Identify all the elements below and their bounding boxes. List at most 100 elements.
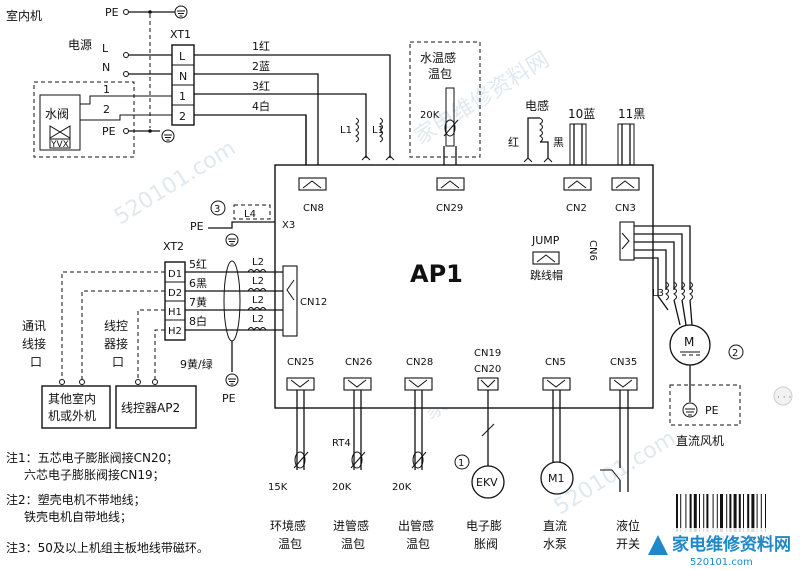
water-valve-box xyxy=(33,81,135,158)
cn25-label: CN25 xyxy=(287,357,314,368)
water-valve-pin1: 1 xyxy=(103,83,110,96)
connector-cn26 xyxy=(343,377,372,391)
connector-cn25 xyxy=(286,377,315,391)
ekv-code: EKV xyxy=(476,476,498,489)
inductor-coil-icon xyxy=(665,281,669,301)
board-label: AP1 xyxy=(410,260,463,288)
water-temp-sensor-label2: 温包 xyxy=(428,67,452,81)
note-3: 注3：50及以上机组主板地线带磁环。 xyxy=(6,540,209,555)
barcode-bar xyxy=(693,494,697,532)
switch-icon xyxy=(600,469,621,481)
barcode-bar xyxy=(685,494,687,532)
power-l: L xyxy=(102,42,109,55)
env-sensor-label1: 环境感 xyxy=(270,518,306,533)
xt1-terminal-1: 1 xyxy=(179,90,186,103)
cn26-label: CN26 xyxy=(345,357,372,368)
note-1: 注1：五芯电子膨胀阀接CN20； xyxy=(6,450,178,465)
wctrl-label3: 口 xyxy=(112,355,124,369)
jump-label: JUMP xyxy=(531,234,560,247)
pe-label-xt2: PE xyxy=(222,392,236,405)
inductor-l2d: L2 xyxy=(252,314,264,325)
xt2-terminal-h2: H2 xyxy=(168,326,182,337)
inductor-l2c: L2 xyxy=(252,295,264,306)
barcode-bar xyxy=(743,494,744,532)
barcode-bar xyxy=(689,494,692,532)
cn3-label: CN3 xyxy=(615,203,636,214)
outlet-sensor-res: 20K xyxy=(392,482,412,493)
ground-icon xyxy=(225,233,239,247)
wire-4-white: 4白 xyxy=(252,99,270,113)
other-unit-label1: 其他室内 xyxy=(48,391,96,406)
connector-cn6 xyxy=(619,221,635,261)
note-2: 注2：塑壳电机不带地线； xyxy=(6,492,146,507)
cn20-label: CN20 xyxy=(474,364,501,375)
ekv-label2: 胀阀 xyxy=(474,537,498,551)
magnetic-ring-icon xyxy=(223,260,241,342)
inlet-sensor-rt: RT4 xyxy=(332,438,351,449)
barcode xyxy=(676,494,766,532)
connector-cn8 xyxy=(298,177,327,191)
water-valve-code: YVX xyxy=(50,140,69,150)
reactor-red: 红 xyxy=(508,136,519,149)
connector-cn29 xyxy=(436,177,465,191)
pump-icon xyxy=(540,461,574,495)
xt1-terminal-2: 2 xyxy=(179,110,186,123)
motor-label: M xyxy=(684,335,694,349)
inlet-sensor-label1: 进管感 xyxy=(333,518,369,533)
valve-icon xyxy=(49,125,71,139)
barcode-bar xyxy=(712,494,714,532)
cn35-label: CN35 xyxy=(610,357,637,368)
barcode-bar xyxy=(726,494,728,532)
cn19-label: CN19 xyxy=(474,348,501,359)
water-valve-pin2: 2 xyxy=(103,103,110,116)
water-temp-sensor-label1: 水温感 xyxy=(420,50,456,65)
cn2-wire-label: 10蓝 xyxy=(568,107,595,121)
barcode-bar xyxy=(729,494,732,532)
note-2b: 铁壳电机自带地线； xyxy=(24,510,132,524)
ground-icon xyxy=(161,129,175,143)
barcode-bar xyxy=(733,494,737,532)
barcode-bar xyxy=(738,494,741,532)
more-icon-dots: · · · xyxy=(777,393,791,403)
level-switch-label2: 开关 xyxy=(616,537,640,551)
wire-3-red: 3红 xyxy=(252,80,270,93)
inductor-l3: L3 xyxy=(652,288,664,299)
xt2-wire-6: 6黑 xyxy=(189,277,207,290)
water-temp-sensor-box xyxy=(409,41,481,158)
comm-label3: 口 xyxy=(30,355,42,369)
connector-cn2 xyxy=(563,177,592,191)
note-circle-2 xyxy=(728,344,744,360)
logo-title: 家电维修资料网 xyxy=(672,534,791,555)
motor-ground-box xyxy=(669,384,741,426)
xt2-terminal-h1: H1 xyxy=(168,307,182,318)
barcode-bar xyxy=(760,494,762,532)
barcode-bar xyxy=(765,494,766,532)
outlet-sensor-label1: 出管感 xyxy=(398,518,434,533)
more-icon[interactable] xyxy=(773,386,793,406)
ekv-icon xyxy=(471,465,505,499)
controller-ap2-box xyxy=(115,385,197,429)
main-board-ap1 xyxy=(274,164,654,409)
barcode-bar xyxy=(703,494,705,532)
reactor-coil-icon xyxy=(539,117,543,143)
env-sensor-res: 15K xyxy=(268,482,288,493)
level-switch-label1: 液位 xyxy=(616,518,640,533)
thermistor-icon xyxy=(412,451,424,469)
note-circle-3 xyxy=(210,200,226,216)
outlet-sensor-label2: 温包 xyxy=(406,537,430,551)
pump-label1: 直流 xyxy=(543,519,567,533)
xt2-wire-7: 7黄 xyxy=(189,295,207,309)
connector-cn19-cn20 xyxy=(477,377,499,391)
cn2-label: CN2 xyxy=(566,203,587,214)
xt2-terminal-d1: D1 xyxy=(168,269,182,280)
cn8-label: CN8 xyxy=(303,203,324,214)
connector-cn3 xyxy=(611,177,640,191)
inductor-l1: L1 xyxy=(340,125,352,136)
x3-label: X3 xyxy=(282,220,295,231)
cn6-label: CN6 xyxy=(587,240,598,261)
pe-label-motor: PE xyxy=(705,404,719,417)
pump-code: M1 xyxy=(548,472,565,485)
water-valve-label: 水阀 xyxy=(45,107,69,121)
other-unit-label2: 机或外机 xyxy=(48,409,96,423)
